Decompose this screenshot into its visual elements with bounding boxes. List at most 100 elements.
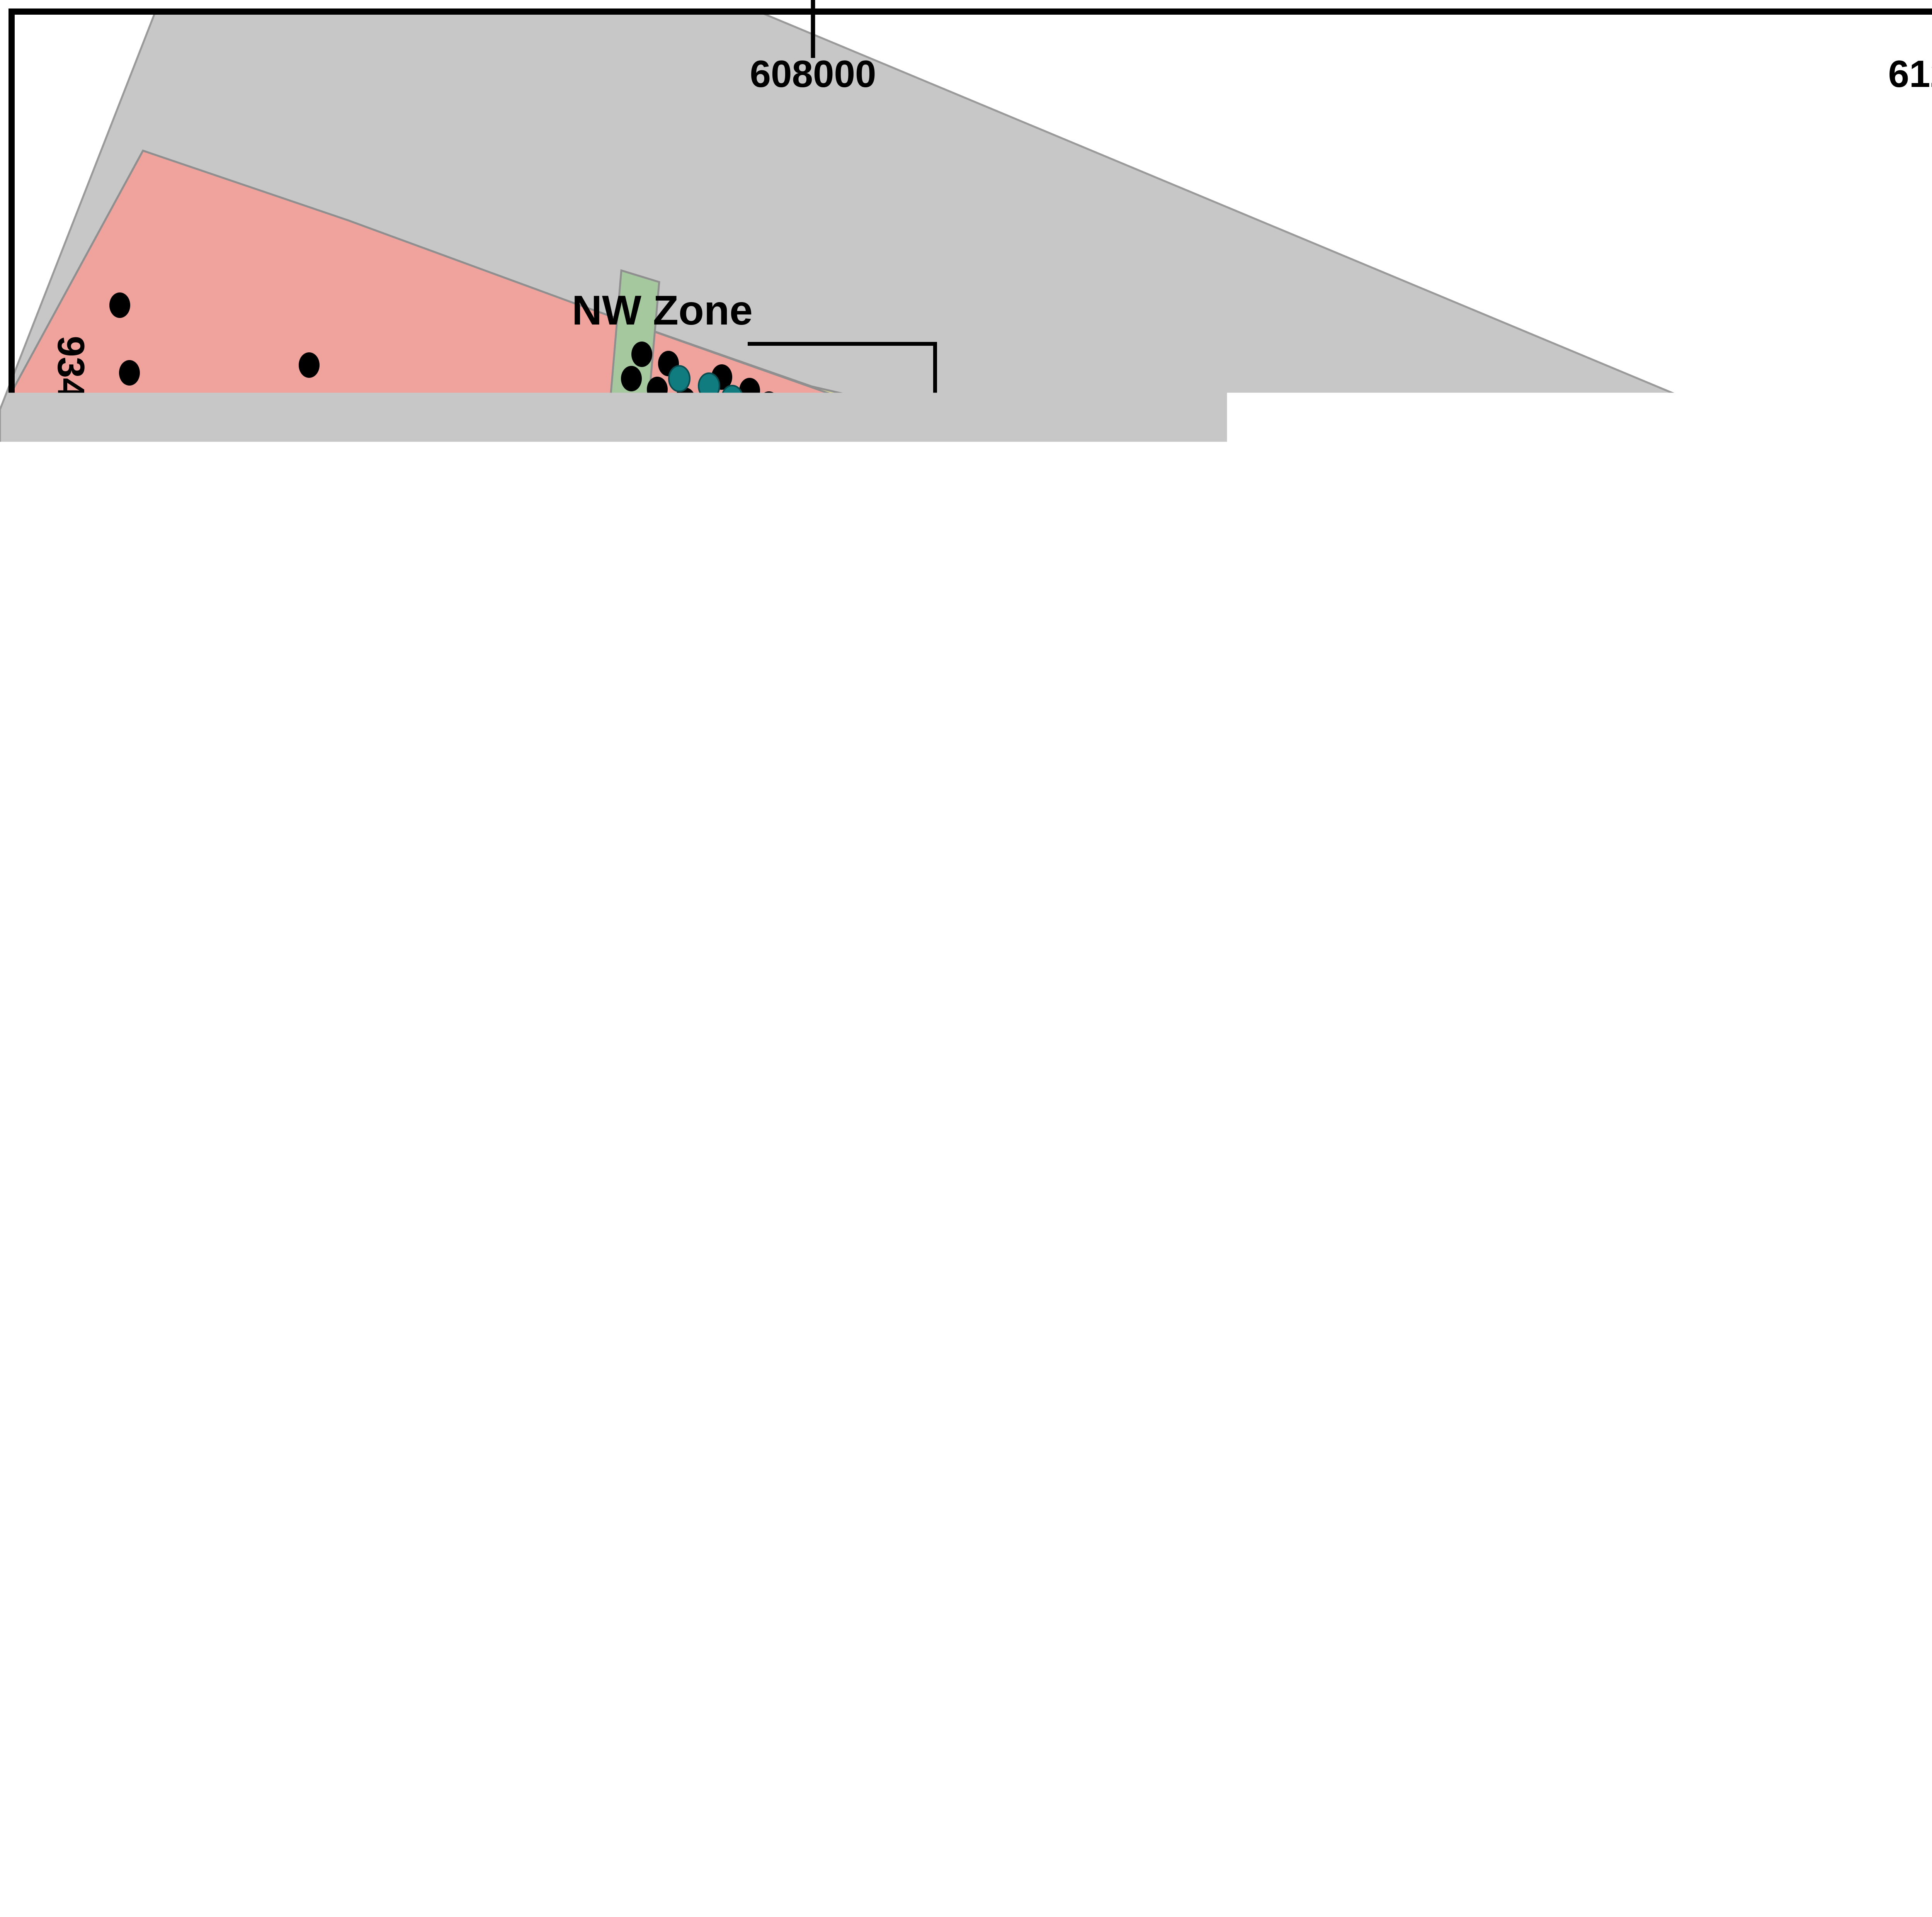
- lithology-swatch-dio: [551, 1129, 639, 1174]
- historical-drillhole: [833, 511, 854, 536]
- lithology-swatch-gmfhd2: [551, 1193, 639, 1238]
- historical-drillhole: [867, 534, 888, 559]
- historical-drillhole: [847, 680, 867, 705]
- phase1-drillhole: [1773, 852, 1794, 877]
- lithology-swatch-gra: [295, 1129, 384, 1174]
- historical-drillhole: [1339, 1042, 1360, 1068]
- historical-drillhole: [1735, 761, 1755, 787]
- historical-drillhole: [1794, 874, 1815, 899]
- drill-label-PKC-FURN-DH00088: PKC-FURN-DH00088: [1490, 920, 1754, 950]
- historical-drillhole: [680, 450, 701, 475]
- lithology-label-gmfhd2: GMF HD-2: [658, 1199, 807, 1234]
- historical-drillhole: [337, 482, 358, 507]
- historical-drillhole: [631, 342, 652, 367]
- historical-drillhole: [1803, 809, 1824, 835]
- grid-label-top-1: 612000: [1888, 53, 1932, 95]
- historical-drillhole: [811, 887, 832, 912]
- phase1-drillhole: [1733, 807, 1753, 833]
- scale-tick-1000: 1 000: [1352, 1701, 1433, 1738]
- lithology-swatch-rcl: [58, 1193, 147, 1238]
- lithology-swatch-gmfrsl: [551, 1256, 639, 1301]
- drill-label-FURN-DD-00285: FURN-DD-00285: [1651, 685, 1859, 715]
- historical-drillhole: [1129, 554, 1150, 580]
- lithology-label-hcs: HCS: [165, 1135, 231, 1169]
- historical-drillhole: [1847, 920, 1867, 945]
- historical-drillhole: [299, 352, 320, 378]
- scale-unit: m: [1688, 1749, 1717, 1786]
- historical-drillhole: [119, 360, 140, 386]
- historical-drillhole: [643, 592, 664, 618]
- historical-drillhole: [981, 598, 1002, 623]
- historical-drillhole: [1818, 913, 1838, 939]
- lithology-swatch-gmfhd: [295, 1193, 384, 1238]
- section-label-A': A': [1868, 1190, 1903, 1231]
- historical-drillhole: [1826, 821, 1847, 846]
- historical-drillhole: [1288, 719, 1309, 744]
- historical-drillhole: [1898, 870, 1918, 896]
- historical-drillhole: [1789, 1444, 1810, 1469]
- lithology-label-gmfhd: GMF HD: [402, 1199, 524, 1234]
- historical-drillhole: [889, 518, 910, 543]
- historical-drillhole: [1717, 785, 1738, 811]
- historical-drillhole: [1856, 1075, 1877, 1101]
- historical-drillhole: [969, 559, 990, 585]
- phase1-drillhole: [709, 410, 730, 435]
- historical-drillhole: [1307, 785, 1328, 810]
- historical-drillhole: [784, 405, 804, 431]
- historical-drillhole: [1087, 557, 1108, 582]
- phase1-drillhole: [687, 403, 707, 428]
- lithology-label-gmfrsl: GMF RSL: [658, 1262, 797, 1297]
- historical-drillhole: [1346, 811, 1367, 836]
- historical-drillhole: [821, 463, 842, 489]
- historical-drillhole: [156, 443, 177, 469]
- phase1-drillhole: [699, 373, 719, 399]
- historical-drillhole: [1779, 792, 1800, 817]
- scale-cell-bl: [1111, 1762, 1392, 1774]
- lithology-swatch-rsl: [295, 1256, 384, 1301]
- historical-drillhole: [1327, 745, 1347, 771]
- se-zone-label: SE Zone: [1633, 1117, 1799, 1164]
- historical-drillhole: [1365, 772, 1386, 797]
- historical-drillhole: [1269, 758, 1289, 784]
- historical-drillhole: [1789, 1205, 1810, 1230]
- lithology-title: Lithology: [352, 1071, 532, 1116]
- historical-drillhole: [1771, 974, 1792, 1000]
- historical-drillhole: [946, 526, 967, 551]
- legend-item-label-0: Phase 1 Program Drillhole: [237, 1671, 593, 1703]
- grid-label-left-0: 9348000: [50, 336, 92, 483]
- drillhole-legend: Legend Phase 1 Program DrillholeHistoric…: [128, 1595, 724, 1839]
- scale-tick-2000: 2 000: [1633, 1701, 1714, 1738]
- historical-drillhole: [985, 526, 1006, 551]
- legend-item-label-1: Historical Drillhole: [237, 1734, 490, 1766]
- historical-drillhole: [885, 446, 906, 471]
- historical-drillhole: [821, 654, 842, 680]
- historical-drillhole: [701, 519, 721, 544]
- phase1-drillhole: [722, 386, 743, 411]
- historical-drillhole: [1135, 721, 1156, 746]
- phase1-drillhole: [1694, 771, 1715, 797]
- historical-drillhole: [784, 440, 804, 466]
- historical-drillhole: [1070, 599, 1091, 624]
- historical-drillhole: [728, 481, 749, 506]
- historical-drillhole: [869, 488, 889, 513]
- historical-drillhole: [1230, 732, 1251, 758]
- scale-cell-br: [1392, 1762, 1673, 1774]
- historical-drillhole: [262, 536, 283, 561]
- historical-drillhole: [442, 397, 463, 422]
- historical-drillhole: [1850, 872, 1871, 897]
- lithology-label-xta: XTA: [165, 1262, 225, 1297]
- historical-drillhole: [1211, 666, 1231, 692]
- historical-drillhole: [810, 488, 830, 513]
- section-label-B': B': [1804, 1132, 1840, 1173]
- historical-drillhole: [821, 554, 842, 580]
- nw-zone-label: NW Zone: [572, 287, 753, 333]
- historical-drillhole: [1191, 706, 1212, 731]
- legend-title: Legend: [354, 1595, 497, 1640]
- lithology-swatch-xta: [58, 1256, 147, 1301]
- historical-drillhole: [109, 292, 130, 318]
- projection-zone-label: Zone 22S: [1316, 1867, 1468, 1905]
- historical-drillhole: [550, 661, 571, 687]
- historical-drillhole: [639, 510, 660, 535]
- historical-drillhole: [1442, 818, 1463, 843]
